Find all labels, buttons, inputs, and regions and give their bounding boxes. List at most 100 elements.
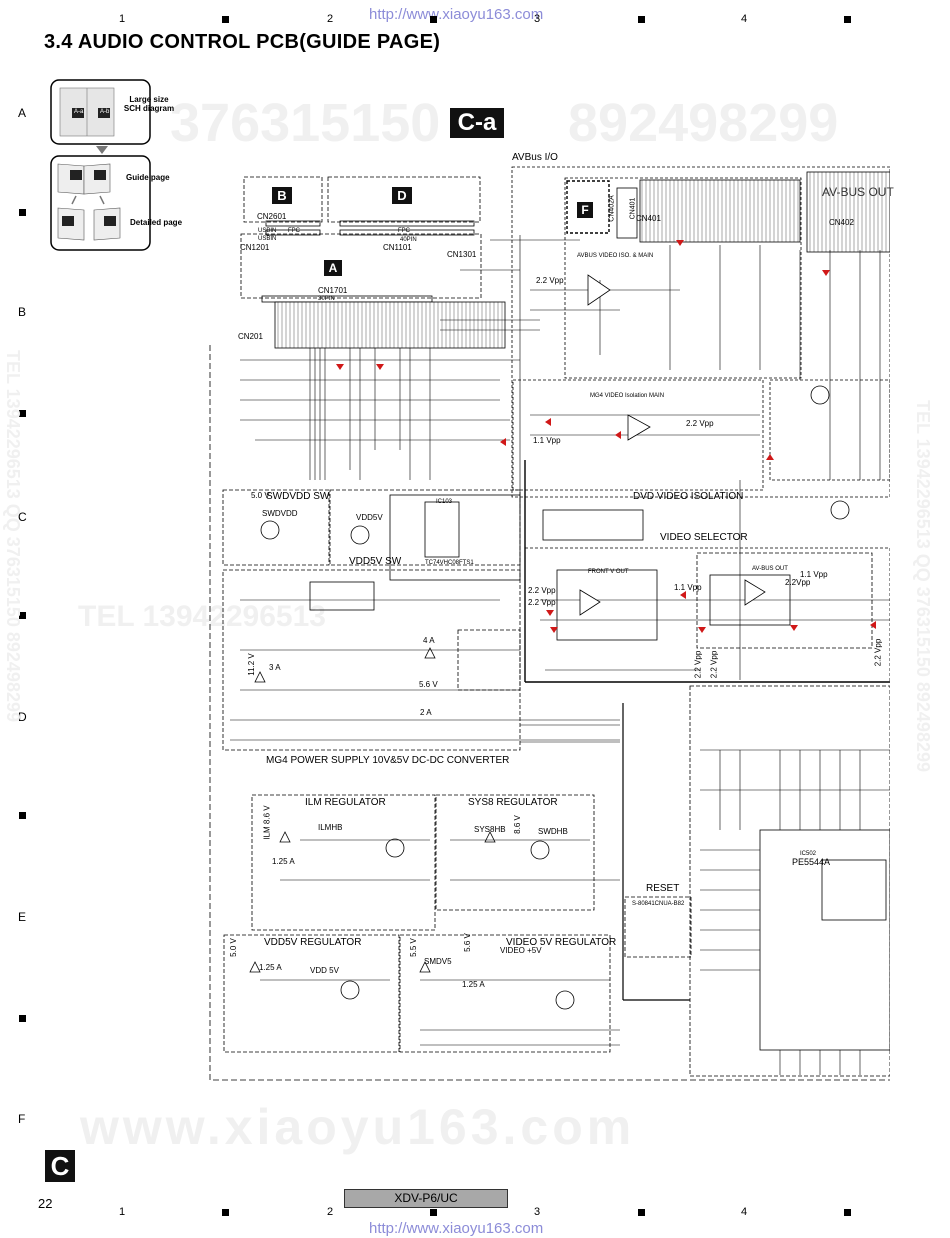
vdd5v-regulator-label: VDD5V REGULATOR <box>264 937 362 948</box>
front-v-out-label: FRONT V OUT <box>588 569 629 575</box>
ruler-tick <box>19 410 26 417</box>
vdd-current-label: 1.25 A <box>259 963 282 972</box>
cn402a-label: CN402A <box>608 195 616 222</box>
ilmhb-label: ILMHB <box>318 823 343 832</box>
bottom-url: http://www.xiaoyu163.com <box>369 1220 544 1237</box>
sys8-regulator-label: SYS8 REGULATOR <box>468 797 558 808</box>
cn1101-label: CN1101 <box>383 243 412 252</box>
watermark-number-1: 376315150 <box>170 93 441 153</box>
section-tag: C-a <box>450 108 504 138</box>
column-number-3: 3 <box>534 13 541 25</box>
vdd-5v-label: VDD 5V <box>310 966 339 975</box>
ilm86-label: ILM 8.6 V <box>262 805 272 840</box>
model-label: XDV-P6/UC <box>344 1189 508 1208</box>
ruler-tick <box>222 16 229 23</box>
video-selector-label: VIDEO SELECTOR <box>660 532 748 543</box>
v112-label: 11.2 V <box>246 653 256 676</box>
ruler-tick <box>638 1209 645 1216</box>
ruler-tick <box>430 16 437 23</box>
guide-tag-aa: A-a <box>74 109 84 115</box>
row-letter-d: D <box>18 710 27 724</box>
s80841-label: S-80841CNUA-B82 <box>632 901 685 907</box>
column-number-4-bottom: 4 <box>741 1206 748 1218</box>
column-number-2-bottom: 2 <box>327 1206 334 1218</box>
vpp-label-j: 2.2 Vpp <box>709 650 719 679</box>
fpc-label-2: FPC <box>398 228 410 234</box>
swdvdd-sw-label: SWDVDD SW <box>266 491 330 502</box>
watermark-side-left: TEL 13942296513 QQ 376315150 892498299 <box>3 350 23 722</box>
vpp-label-e: 1.1 Vpp <box>800 570 828 579</box>
column-number-1-bottom: 1 <box>119 1206 126 1218</box>
av-bus-out-label: AV-BUS OUT <box>822 185 894 199</box>
ruler-tick <box>222 1209 229 1216</box>
vdd5v-label: VDD5V <box>356 513 383 522</box>
vpp-label-a: 2.2 Vpp <box>536 276 564 285</box>
watermark-side-right: TEL 13942296513 QQ 376315150 892498299 <box>913 400 933 772</box>
vdd5v-sw-label: VDD5V SW <box>349 556 402 567</box>
vpp-label-h: 2.2 Vpp <box>528 598 556 607</box>
guide-diagram <box>50 79 151 251</box>
column-number-4: 4 <box>741 13 748 25</box>
ruler-tick <box>19 612 26 619</box>
v56-label: 5.6 V <box>419 680 438 689</box>
column-number-1: 1 <box>119 13 126 25</box>
vpp-label-i: 2.2 Vpp <box>693 650 703 679</box>
guide-large-label: Large size SCH diagram <box>123 95 175 113</box>
row-letter-b: B <box>18 305 27 319</box>
dvd-video-isolation-label: DVD VIDEO ISOLATION <box>633 491 744 502</box>
v56b-label: 5.6 V <box>462 933 472 952</box>
swdvdd-label: SWDVDD <box>262 509 298 518</box>
ruler-tick <box>19 812 26 819</box>
video-current-label: 1.25 A <box>462 980 485 989</box>
vpp-label-d: 1.1 Vpp <box>674 583 702 592</box>
watermark-tel: TEL 13942296513 <box>78 600 326 633</box>
v50-label: 5.0 V <box>251 491 270 500</box>
page-number: 22 <box>38 1196 53 1211</box>
ruler-tick <box>638 16 645 23</box>
cn1701-label: CN1701 <box>318 286 348 295</box>
cn401-vertical-label: CN401 <box>629 197 637 220</box>
v55-label: 5.5 V <box>408 938 418 957</box>
ic502-label: IC502 <box>800 851 817 857</box>
vpp-label-b: 2.2 Vpp <box>686 419 714 428</box>
ruler-tick <box>430 1209 437 1216</box>
a2-label: 2 A <box>420 708 432 717</box>
cn2601-label: CN2601 <box>257 212 287 221</box>
block-f-tag: F <box>577 202 593 218</box>
watermark-site: www.xiaoyu163.com <box>80 1099 636 1155</box>
vpp-label-f: 2.2Vpp <box>785 578 811 587</box>
ruler-tick <box>844 1209 851 1216</box>
column-number-3-bottom: 3 <box>534 1206 541 1218</box>
cn1201-label: CN1201 <box>240 243 270 252</box>
swdhb-label: SWDHB <box>538 827 568 836</box>
cn1301-label: CN1301 <box>447 250 477 259</box>
cn401-label: CN401 <box>636 214 661 223</box>
row-letter-c: C <box>18 510 27 524</box>
ilm-current-label: 1.25 A <box>272 857 295 866</box>
guide-page-label: Guide page <box>126 173 170 182</box>
usbin-label-2: USBIN <box>258 236 277 242</box>
watermark-number-2: 892498299 <box>568 93 839 153</box>
block-a-tag: A <box>324 260 342 276</box>
ruler-tick <box>19 1015 26 1022</box>
avbus-io-label: AVBus I/O <box>512 152 558 163</box>
block-d-tag: D <box>392 187 412 204</box>
av-bus-out-small-label: AV-BUS OUT <box>752 566 788 572</box>
top-url: http://www.xiaoyu163.com <box>369 6 544 23</box>
ruler-tick <box>19 209 26 216</box>
guide-tag-ab: A-b <box>100 109 110 115</box>
a3-label: 3 A <box>269 663 281 672</box>
row-letter-a: A <box>18 106 27 120</box>
vpp-label-k: 2.2 Vpp <box>873 638 883 667</box>
page-title: 3.4 AUDIO CONTROL PCB(GUIDE PAGE) <box>44 31 441 53</box>
audio-control-schematic <box>209 166 890 1081</box>
sys8hb-label: SYS8HB <box>474 825 506 834</box>
v86-label: 8.6 V <box>512 815 522 834</box>
tc74-label: TC74VHC08FTS1 <box>425 560 474 566</box>
row-letter-f: F <box>18 1112 26 1126</box>
vpp-label-g: 2.2 Vpp <box>528 586 556 595</box>
row-letter-e: E <box>18 910 27 924</box>
40pin-label: 40PIN <box>400 237 417 243</box>
ilm-regulator-label: ILM REGULATOR <box>305 797 386 808</box>
video-5v-label: VIDEO +5V <box>500 946 542 955</box>
